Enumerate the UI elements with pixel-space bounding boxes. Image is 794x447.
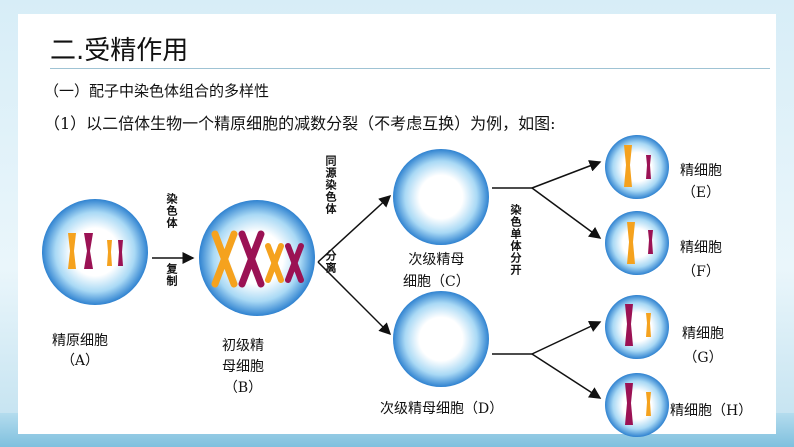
chromosomes-H (625, 383, 651, 425)
cell-C (393, 149, 489, 245)
arrow-D-H (531, 353, 602, 399)
title-underline (50, 68, 770, 69)
label-cell-E: 精细胞 （E） (680, 163, 722, 201)
chromosomes-B (211, 230, 304, 288)
chromosomes-G (625, 304, 651, 346)
cell-G (605, 295, 669, 359)
cell-B (199, 200, 315, 316)
step-homolog-separation-2: 分离 (324, 250, 337, 274)
label-cell-H: 精细胞（H） (670, 403, 753, 419)
intro-text: （1）以二倍体生物一个精原细胞的减数分裂（不考虑互换）为例，如图: (44, 114, 556, 133)
label-cell-A: 精原细胞 （A） (52, 333, 108, 369)
cell-H (605, 373, 669, 437)
arrow-C-F (531, 187, 602, 239)
step-sister-separation: 染色单体分开 (509, 204, 522, 276)
chromosomes-F (627, 222, 653, 264)
arrow-D-G (531, 321, 602, 355)
section-heading: （一）配子中染色体组合的多样性 (44, 82, 270, 100)
label-cell-G: 精细胞 （G） (682, 326, 724, 366)
cell-A (42, 199, 148, 305)
arrow-B-C (317, 194, 392, 263)
label-cell-F: 精细胞 （F） (680, 240, 722, 280)
slide-title: 二.受精作用 (50, 36, 189, 66)
arrow-B-D (317, 261, 392, 336)
cell-E (605, 135, 669, 199)
cell-F (605, 211, 669, 275)
label-cell-D: 次级精母细胞（D） (380, 401, 504, 417)
label-cell-B: 初级精 母细胞 （B） (222, 338, 264, 396)
step-replicate-top: 染色体 (165, 193, 178, 229)
cell-D (393, 291, 489, 387)
label-cell-C: 次级精母 细胞（C） (403, 252, 470, 290)
chromosomes-A (68, 233, 123, 269)
step-replicate-bottom: 复制 (165, 263, 178, 287)
step-homolog-separation: 同源染色体 (324, 155, 337, 215)
arrow-C-E (531, 160, 602, 189)
chromosomes-E (624, 145, 651, 187)
